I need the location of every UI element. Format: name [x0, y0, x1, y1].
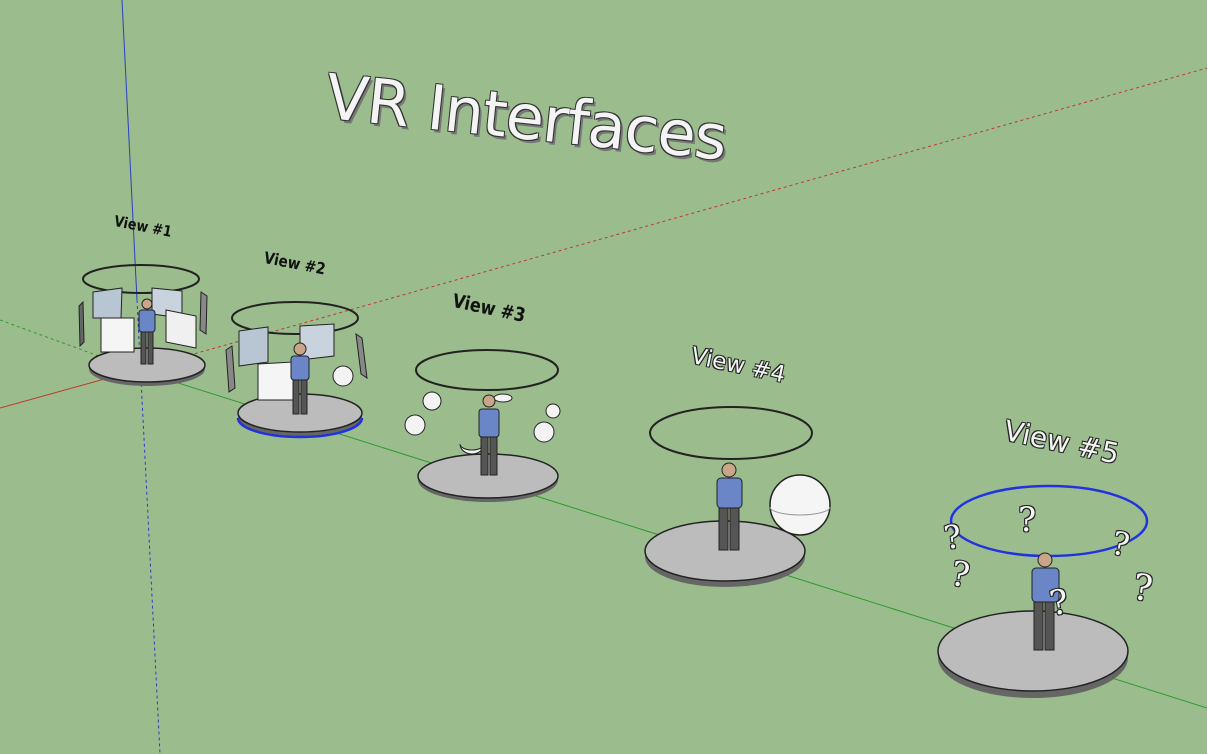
view-1-ring[interactable]	[82, 264, 200, 294]
view-2-ring[interactable]	[231, 301, 359, 335]
view-4-ring[interactable]	[649, 406, 813, 460]
person-figure	[138, 298, 156, 365]
view-1-panel[interactable]	[165, 309, 197, 349]
view-1-panel[interactable]	[92, 287, 123, 319]
question-mark[interactable]: ?	[1018, 500, 1037, 540]
view-3-sphere[interactable]	[404, 414, 426, 436]
view-3-sphere[interactable]	[533, 421, 555, 443]
view-3-group[interactable]	[404, 349, 561, 502]
view-2-panel[interactable]	[299, 323, 335, 361]
view-2-group[interactable]	[225, 301, 368, 439]
view-5-platform[interactable]	[937, 610, 1129, 692]
person-figure	[290, 342, 310, 415]
person-figure	[716, 462, 743, 551]
view-2-panel[interactable]	[238, 326, 269, 367]
sphere-equator	[769, 506, 831, 516]
view-2-platform[interactable]	[237, 393, 363, 433]
view-1-group[interactable]	[78, 264, 208, 386]
view-2-selection-edge	[236, 417, 364, 439]
view-5-group[interactable]	[937, 484, 1149, 698]
view-2-panel-edge	[355, 332, 368, 380]
view-4-group[interactable]	[644, 406, 831, 587]
view-3-sphere[interactable]	[422, 391, 442, 411]
view-3-sphere[interactable]	[545, 403, 561, 419]
person-figure	[1031, 552, 1060, 651]
blue-axis-line	[121, 0, 138, 301]
view-2-panel[interactable]	[257, 361, 294, 401]
view-2-panel-edge	[225, 345, 236, 393]
view-1-panel[interactable]	[100, 317, 135, 353]
person-figure	[478, 394, 500, 476]
view-1-panel-edge	[78, 300, 85, 348]
view-3-disc[interactable]	[493, 393, 513, 403]
view-3-ring[interactable]	[415, 349, 559, 391]
blue-axis-dotted-line	[136, 299, 161, 754]
view-1-platform[interactable]	[88, 347, 206, 383]
view-1-panel-edge	[199, 291, 208, 335]
view-4-sphere[interactable]	[769, 474, 831, 536]
view-2-sphere[interactable]	[332, 365, 354, 387]
red-axis-dotted-line	[136, 67, 1207, 371]
view-3-hemisphere[interactable]	[459, 443, 485, 455]
